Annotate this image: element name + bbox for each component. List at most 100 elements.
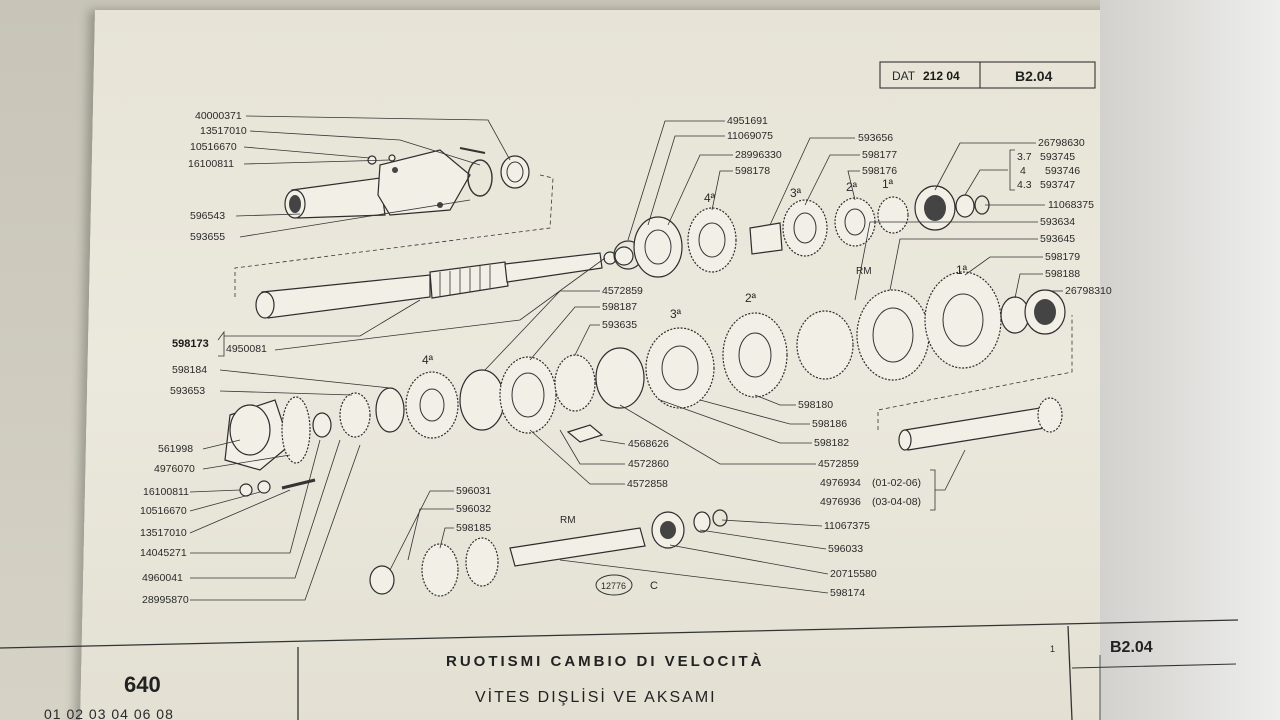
labels-shaft: 598173 4950081 [172, 338, 267, 355]
title-turkish: VİTES DIŞLİSİ VE AKSAMI [475, 687, 717, 706]
variant-note: (03-04-08) [872, 496, 921, 508]
part-number: 598174 [830, 587, 865, 599]
ratio-value: 4.3 [1017, 179, 1032, 191]
part-number: 4572859 [818, 458, 859, 470]
title-italian: RUOTISMI CAMBIO DI VELOCITÀ [446, 653, 765, 670]
top-gear-train [633, 185, 990, 278]
gear-mark: 3ª [790, 186, 802, 200]
part-number: 11067375 [824, 520, 870, 532]
variant-note: (01-02-06) [872, 477, 921, 489]
reverse-gear-group [369, 509, 728, 597]
part-number: 593645 [1040, 233, 1075, 245]
labels-right-mid: 11068375 593634 593645 598179 598188 267… [1040, 199, 1112, 297]
gear-mark: 4ª [704, 191, 716, 205]
part-number: 561998 [158, 443, 193, 455]
part-number: 4572860 [628, 458, 669, 470]
part-number: 4572859 [602, 285, 643, 297]
labels-bottom-right: 11067375 596033 20715580 598174 [824, 520, 877, 599]
part-number: 593746 [1045, 165, 1080, 177]
page-number: 1 [1050, 644, 1055, 654]
labels-right-low: 598180 598186 598182 4572859 [798, 399, 859, 470]
labels-top-right: 593656 598177 598176 26798630 [858, 132, 1085, 177]
labels-left-mid: 598184 593653 [170, 364, 207, 397]
part-number: 598187 [602, 301, 637, 313]
model-number: 640 [124, 672, 161, 697]
part-number: 26798630 [1038, 137, 1085, 149]
part-number: 10516670 [140, 505, 187, 517]
part-number: 4950081 [226, 343, 267, 355]
gear-mark: 4ª [422, 353, 434, 367]
dat-label: DAT [892, 69, 916, 83]
part-number: 598188 [1045, 268, 1080, 280]
dat-value: 212 04 [923, 69, 960, 83]
part-number: 593656 [858, 132, 893, 144]
part-number: 13517010 [140, 527, 187, 539]
part-number: 598184 [172, 364, 207, 376]
part-number: 593635 [602, 319, 637, 331]
part-number: 4568626 [628, 438, 669, 450]
labels-top-center: 4951691 11069075 28996330 598178 [727, 115, 782, 177]
part-number: 598177 [862, 149, 897, 161]
labels-left-low: 561998 4976070 16100811 10516670 1351701… [140, 443, 195, 606]
part-number: 4976070 [154, 463, 195, 475]
part-number: 596543 [190, 210, 225, 222]
stamp-letter: C [650, 580, 658, 592]
part-number: 4976934 [820, 477, 861, 489]
part-number: 10516670 [190, 141, 237, 153]
gear-mark: 2ª [745, 291, 757, 305]
layshaft [898, 397, 1063, 451]
part-number: 593747 [1040, 179, 1075, 191]
part-number: 593655 [190, 231, 225, 243]
part-number: 598176 [862, 165, 897, 177]
title-block [0, 619, 1239, 720]
labels-variant: 4976934 (01-02-06) 4976936 (03-04-08) [820, 477, 921, 508]
drawing-stamp: 12776 C [595, 574, 658, 596]
gear-mark: 3ª [670, 307, 682, 321]
part-number: 598178 [735, 165, 770, 177]
part-number: 4572858 [627, 478, 668, 490]
part-number: 20715580 [830, 568, 877, 580]
ratio-value: 4 [1020, 165, 1026, 177]
bearing-support-housing [284, 147, 530, 219]
small-fasteners [239, 478, 316, 497]
part-number: 28995870 [142, 594, 189, 606]
main-shaft-gear-train [224, 271, 1066, 471]
labels-center: 4572859 598187 593635 [602, 285, 643, 331]
part-number: 593634 [1040, 216, 1075, 228]
table-surface [1100, 0, 1280, 720]
part-number: 4951691 [727, 115, 768, 127]
part-number: 598173 [172, 338, 209, 350]
part-number: 40000371 [195, 110, 242, 122]
part-number: 16100811 [188, 158, 234, 170]
input-shaft [255, 240, 643, 319]
stamp-number: 12776 [601, 581, 626, 591]
part-number: 598179 [1045, 251, 1080, 263]
ref-bottom: B2.04 [1110, 639, 1153, 656]
labels-bottom-center: 4568626 4572860 4572858 [627, 438, 669, 490]
part-number: 596033 [828, 543, 863, 555]
header-box [879, 61, 1096, 89]
labels-left-top: 40000371 13517010 10516670 16100811 5965… [188, 110, 247, 243]
ratio-options: 3.7 593745 4 593746 4.3 593747 [1009, 149, 1080, 191]
gear-mark: 1ª [882, 177, 894, 191]
part-number: 593745 [1040, 151, 1075, 163]
labels-rm-group: 596031 596032 598185 [456, 485, 491, 534]
part-number: 596032 [456, 503, 491, 515]
model-variants: 01 02 03 04 06 08 [44, 706, 174, 720]
part-number: 596031 [456, 485, 491, 497]
part-number: 593653 [170, 385, 205, 397]
ratio-value: 3.7 [1017, 151, 1032, 163]
gear-mark: RM [560, 515, 576, 526]
part-number: 4960041 [142, 572, 183, 584]
part-number: 26798310 [1065, 285, 1112, 297]
part-number: 598180 [798, 399, 833, 411]
part-number: 28996330 [735, 149, 782, 161]
gear-mark: 1ª [956, 263, 968, 277]
part-number: 13517010 [200, 125, 247, 137]
ref-top: B2.04 [1015, 68, 1053, 84]
part-number: 11069075 [727, 130, 773, 142]
part-number: 598185 [456, 522, 491, 534]
part-number: 14045271 [140, 547, 187, 559]
